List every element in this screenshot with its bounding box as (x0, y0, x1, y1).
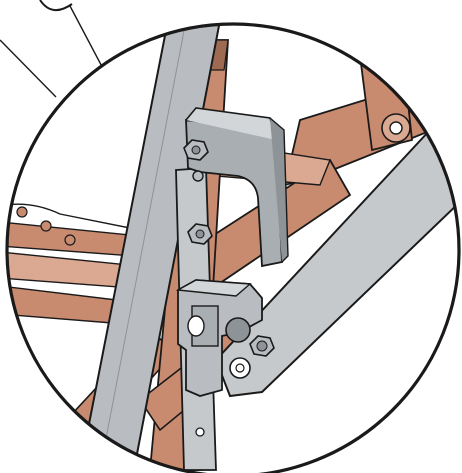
callout-arc (39, 0, 73, 11)
bolt-hole-icon (195, 427, 205, 437)
slat-knob-icon (16, 206, 28, 218)
bolt-hole-icon (389, 121, 403, 135)
detail-circle-outline (5, 22, 461, 473)
hook-bracket (185, 107, 289, 268)
slat-knob-icon (64, 234, 76, 246)
upright-bolts (183, 139, 213, 245)
slat-knob-icon (40, 220, 52, 232)
leader-line-left (0, 39, 57, 98)
hex-bolt-icon (192, 170, 204, 182)
pivot-clamp (175, 279, 263, 397)
bolt-hole-icon (187, 315, 205, 337)
